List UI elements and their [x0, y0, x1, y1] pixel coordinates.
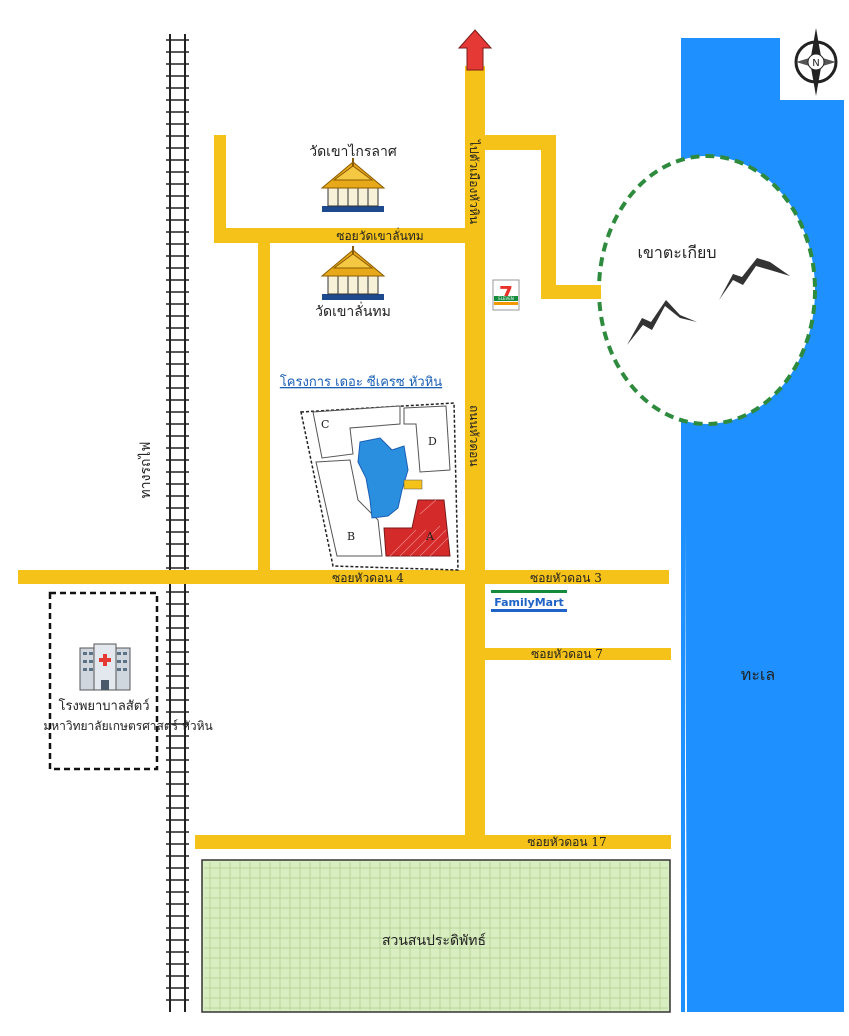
main-road: [465, 66, 485, 844]
building-d-label: D: [428, 435, 437, 448]
soi-4-3-road: [18, 570, 669, 584]
project-title: โครงการ เดอะ ซีเครซ หัวหิน: [280, 374, 442, 390]
project-site: [300, 402, 459, 571]
soi-3-label: ซอยหัวดอน 3: [530, 571, 602, 585]
park-label: สวนสนประดิพัทธ์: [382, 932, 486, 949]
hospital-label-line1: โรงพยาบาลสัตว์: [59, 698, 150, 714]
temple-road-stub: [214, 135, 226, 243]
building-c-label: C: [321, 418, 329, 431]
railway-label: ทางรถไฟ: [137, 442, 154, 499]
compass-icon: N: [787, 28, 845, 96]
project-west-road: [258, 228, 270, 576]
soi-4-label: ซอยหัวดอน 4: [332, 571, 404, 585]
hospital-icon: [79, 643, 131, 691]
family-mart-label: FamilyMart: [494, 596, 564, 609]
building-a-label: A: [425, 530, 435, 543]
family-mart-icon: FamilyMart: [491, 590, 567, 612]
park-area: [201, 859, 671, 1013]
soi-17-label: ซอยหัวดอน 17: [527, 835, 606, 849]
mountain-label: เขาตะเกียบ: [637, 243, 716, 262]
sea-label: ทะเล: [741, 665, 775, 684]
seven-eleven-icon: 7 ELEVEN: [492, 279, 520, 311]
main-road-north-label: ไปตัวเมืองหัวหิน: [467, 139, 481, 224]
soi-17-road: [195, 835, 671, 849]
temple-icon: [320, 158, 386, 212]
temple-icon: [320, 246, 386, 300]
soi-7-label: ซอยหัวดอน 7: [531, 647, 603, 661]
hospital-label-line2: มหาวิทยาลัยเกษตรศาสตร์ หัวหิน: [43, 719, 212, 733]
temple-lower-label: วัดเขาลั่นทม: [315, 302, 391, 320]
north-arrow-icon: [457, 29, 493, 71]
soi-wat-label: ซอยวัดเขาลั่นทม: [336, 227, 423, 243]
hospital-area: [48, 591, 159, 771]
road-to-mountain-end: [541, 285, 601, 299]
road-network: [18, 66, 671, 849]
soi-7-road: [485, 648, 671, 660]
road-to-mountain-top: [485, 135, 551, 150]
temple-upper-label: วัดเขาไกรลาศ: [309, 143, 397, 160]
railway-track: [166, 34, 189, 1012]
mountain-area: [597, 154, 817, 426]
road-to-mountain-vertical: [541, 135, 556, 295]
seven-eleven-label: ELEVEN: [498, 296, 514, 301]
main-road-mid-label: ถนนหัวดอน: [467, 405, 481, 467]
soi-wat-road: [214, 228, 465, 243]
compass-north-label: N: [812, 58, 819, 69]
building-b-label: B: [347, 530, 355, 543]
mountain-icon: [627, 258, 790, 345]
